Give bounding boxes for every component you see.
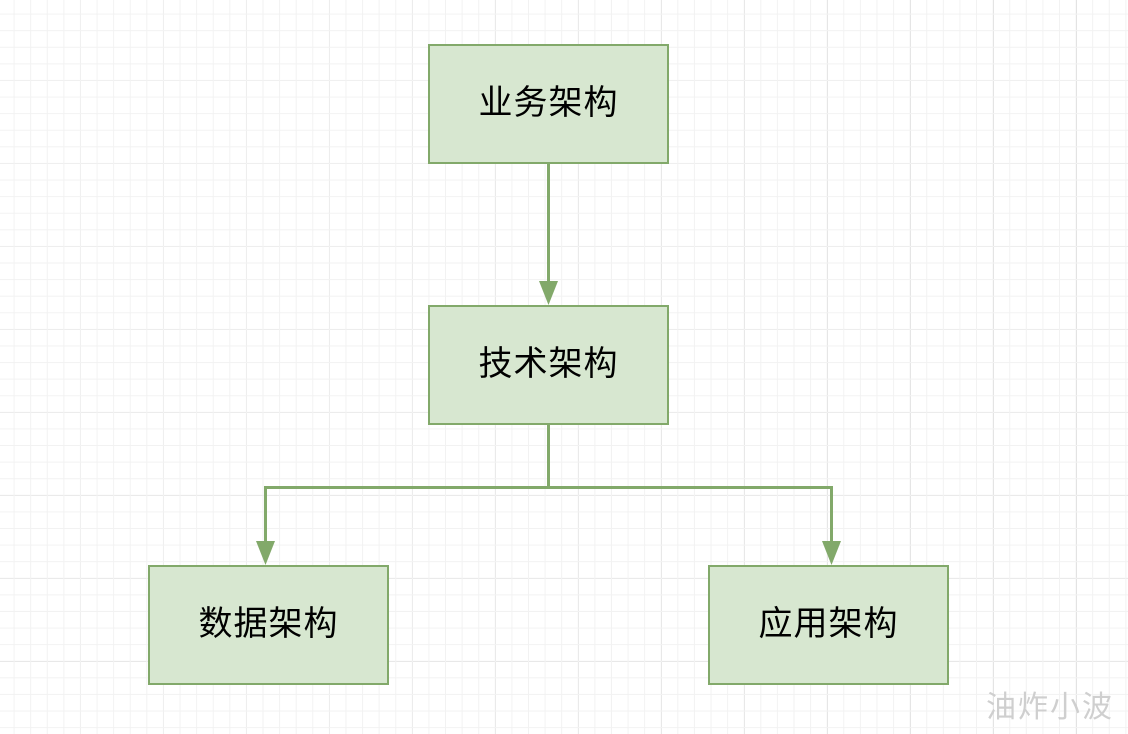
arrowhead-icon [539, 281, 558, 305]
edge-business-to-technical [539, 164, 558, 305]
node-business-architecture[interactable]: 业务架构 [428, 44, 669, 164]
arrowhead-icon [822, 541, 841, 565]
edge-technical-to-data [256, 425, 550, 565]
node-data-architecture[interactable]: 数据架构 [148, 565, 389, 685]
arrowhead-icon [256, 541, 275, 565]
node-label: 业务架构 [478, 84, 619, 123]
node-label: 应用架构 [758, 605, 899, 644]
node-application-architecture[interactable]: 应用架构 [708, 565, 949, 685]
edge-technical-to-application [548, 486, 841, 565]
watermark: 油炸小波 [986, 691, 1114, 724]
node-label: 数据架构 [198, 605, 339, 644]
node-technical-architecture[interactable]: 技术架构 [428, 305, 669, 425]
node-label: 技术架构 [478, 345, 619, 384]
